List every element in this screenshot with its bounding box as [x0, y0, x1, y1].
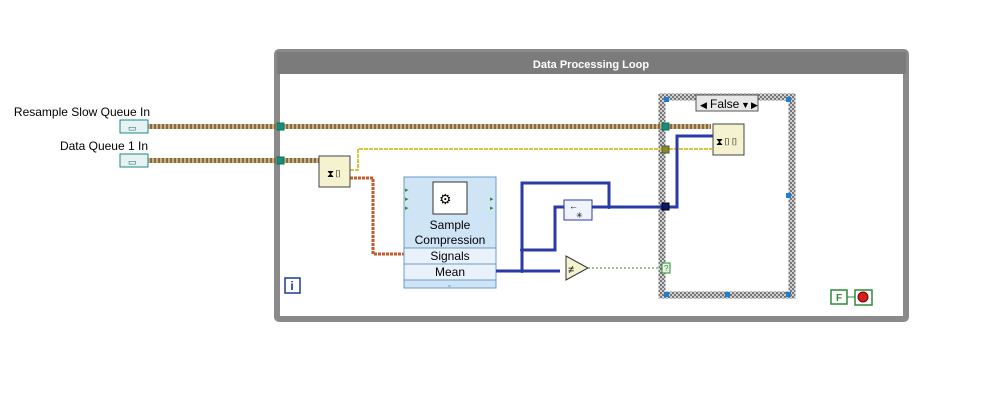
loop-title: Data Processing Loop: [533, 59, 649, 71]
feedback-node[interactable]: ← ✳: [563, 199, 593, 221]
queue-ref-icon: ▭: [128, 157, 137, 167]
feedback-init-icon: ✳: [576, 211, 583, 220]
iteration-terminal[interactable]: i: [284, 277, 301, 294]
queue-wire-data[interactable]: [148, 158, 323, 163]
not-equal-node[interactable]: ≠: [565, 255, 590, 281]
false-constant[interactable]: F: [830, 289, 848, 305]
feedback-arrow-icon: ←: [569, 201, 578, 211]
resample-slow-queue-terminal[interactable]: Resample Slow Queue In ▭: [14, 105, 150, 134]
iteration-label: i: [290, 279, 293, 293]
sample-compression-vi[interactable]: ⚙ Sample Compression Signals Mean ⌄ ▸ ▸ …: [403, 176, 497, 289]
case-tunnel-mean[interactable]: [661, 202, 670, 211]
stop-terminal[interactable]: [854, 289, 873, 306]
dequeue-icon: ⧗▯: [327, 169, 342, 180]
tunnel-data[interactable]: [276, 156, 285, 165]
case-selector-value[interactable]: False: [710, 97, 740, 111]
data-queue-1-label: Data Queue 1 In: [60, 139, 148, 153]
stop-icon: [857, 291, 869, 303]
case-selector-left-arrow[interactable]: ◀: [700, 100, 707, 110]
dequeue-element-node[interactable]: ⧗▯: [318, 155, 351, 188]
output-signals: Signals: [430, 249, 469, 263]
enqueue-icon: ⧗▯▯: [716, 137, 738, 148]
not-equal-icon: ≠: [568, 264, 574, 276]
queue-ref-icon: ▭: [128, 123, 137, 133]
error-wire[interactable]: [350, 148, 712, 171]
case-tunnel-queue[interactable]: [661, 122, 670, 131]
data-queue-1-terminal[interactable]: Data Queue 1 In ▭: [60, 139, 149, 168]
svg-text:▸: ▸: [405, 196, 409, 203]
mean-wire[interactable]: [496, 134, 713, 273]
false-constant-label: F: [836, 293, 842, 304]
tunnel-resample[interactable]: [276, 122, 285, 131]
while-loop-frame[interactable]: Data Processing Loop: [274, 49, 909, 322]
enqueue-element-node[interactable]: ⧗▯▯: [712, 123, 745, 156]
output-mean: Mean: [435, 265, 465, 279]
waveform-wire[interactable]: [350, 176, 405, 256]
queue-wire-resample[interactable]: [148, 124, 711, 129]
case-selector-dropdown-arrow[interactable]: ▼: [741, 100, 750, 110]
resample-slow-queue-label: Resample Slow Queue In: [14, 105, 150, 119]
vi-title-line1: Sample: [430, 218, 471, 232]
svg-text:?: ?: [664, 264, 669, 273]
svg-text:▸: ▸: [405, 187, 409, 194]
svg-text:▸: ▸: [490, 205, 494, 212]
case-selector[interactable]: [695, 94, 759, 112]
case-selector-right-arrow[interactable]: ▶: [751, 100, 758, 110]
expand-chevron-icon[interactable]: ⌄: [446, 280, 453, 289]
svg-text:▸: ▸: [490, 196, 494, 203]
case-tunnel-error[interactable]: [661, 145, 670, 154]
vi-title-line2: Compression: [415, 233, 486, 247]
case-selector-terminal[interactable]: [661, 262, 671, 274]
compression-icon: ⚙: [439, 191, 452, 207]
svg-text:▸: ▸: [405, 205, 409, 212]
case-structure[interactable]: ◀ False ▼ ▶: [658, 93, 796, 299]
